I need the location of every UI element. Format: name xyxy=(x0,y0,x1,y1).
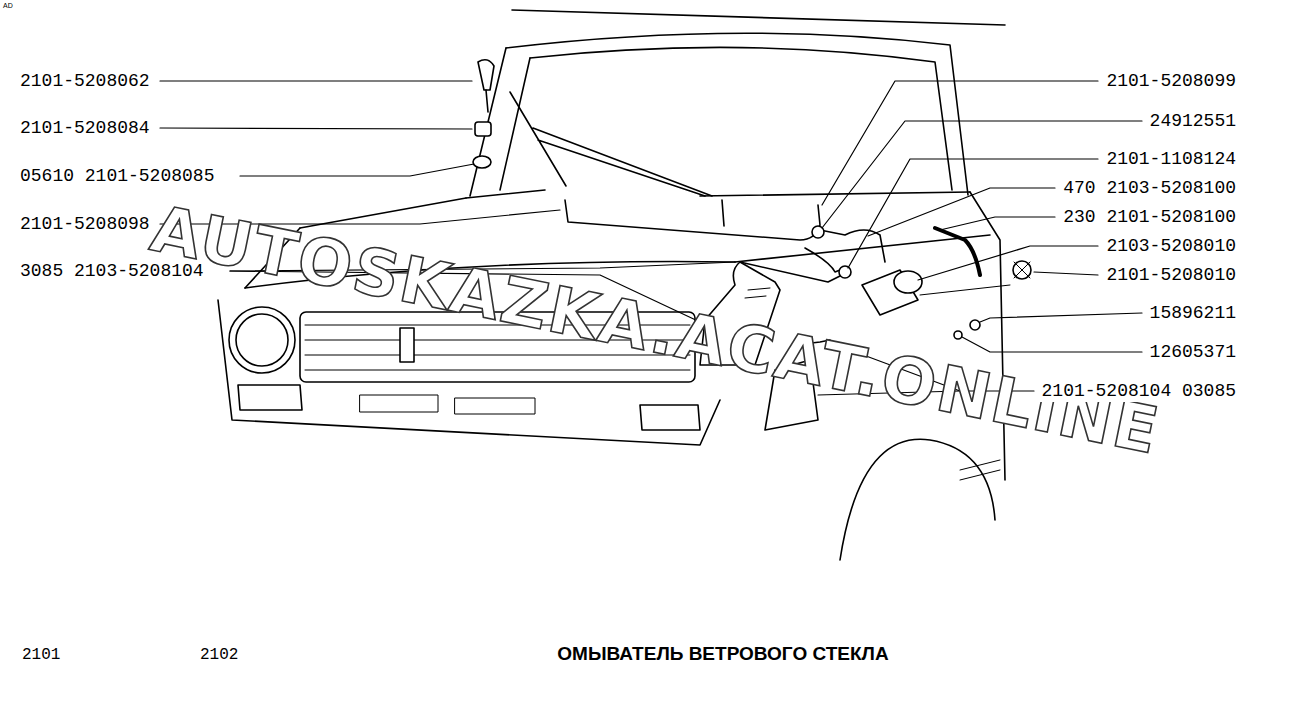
part-number: 470 2103-5208100 xyxy=(1061,177,1238,199)
emblem xyxy=(400,328,414,362)
windshield-base xyxy=(466,190,970,198)
part-number: 2101-5208099 xyxy=(1104,70,1238,92)
watermark: AUTOSKAZKA.ACAT.ONLINE xyxy=(145,193,1165,466)
part-number: 2101-5208062 xyxy=(18,70,152,92)
switch xyxy=(1014,262,1030,278)
part-number: 2101-5208010 xyxy=(1104,264,1238,286)
pump xyxy=(894,271,922,293)
sheet-mark: AD xyxy=(3,2,13,10)
part-number: 2101-5208098 xyxy=(18,213,152,235)
part-number: 15896211 xyxy=(1148,302,1238,324)
windshield-frame xyxy=(506,33,968,195)
model-code: 2102 xyxy=(200,645,238,665)
part-number: 2101-1108124 xyxy=(1104,148,1238,170)
hose xyxy=(565,200,820,240)
diagram-title: ОМЫВАТЕЛЬ ВЕТРОВОГО СТЕКЛА xyxy=(557,642,888,666)
grommet xyxy=(475,122,491,136)
reservoir-cap xyxy=(745,288,770,298)
wheel-arch xyxy=(840,439,995,560)
model-code: 2101 xyxy=(22,645,60,665)
roof-line xyxy=(512,10,1005,25)
part-number: 3085 2103-5208104 xyxy=(18,260,206,282)
bumper-trim xyxy=(360,395,535,414)
windshield-glass xyxy=(530,47,952,190)
part-number: 2101-5208104 03085 xyxy=(1040,380,1238,402)
part-number: 2101-5208084 xyxy=(18,117,152,139)
bumper xyxy=(238,385,700,430)
body-line xyxy=(960,460,1000,480)
nozzle xyxy=(478,60,494,90)
part-number: 2103-5208010 xyxy=(1104,235,1238,257)
washer xyxy=(954,331,962,339)
headlight xyxy=(229,307,295,373)
nozzle-stem xyxy=(486,90,488,112)
part-number: 230 2101-5208100 xyxy=(1061,206,1238,228)
a-pillar xyxy=(470,48,530,196)
washer xyxy=(473,156,491,168)
nut xyxy=(970,320,980,330)
part-number: 24912551 xyxy=(1148,110,1238,132)
part-number: 05610 2101-5208085 xyxy=(18,165,216,187)
switch xyxy=(1013,261,1031,279)
connector xyxy=(839,266,851,278)
rod xyxy=(920,285,1010,295)
hose xyxy=(820,230,885,262)
wiper xyxy=(510,92,712,196)
hose xyxy=(805,248,840,272)
part-number: 12605371 xyxy=(1148,341,1238,363)
hose xyxy=(722,200,724,226)
headlight xyxy=(236,314,288,366)
